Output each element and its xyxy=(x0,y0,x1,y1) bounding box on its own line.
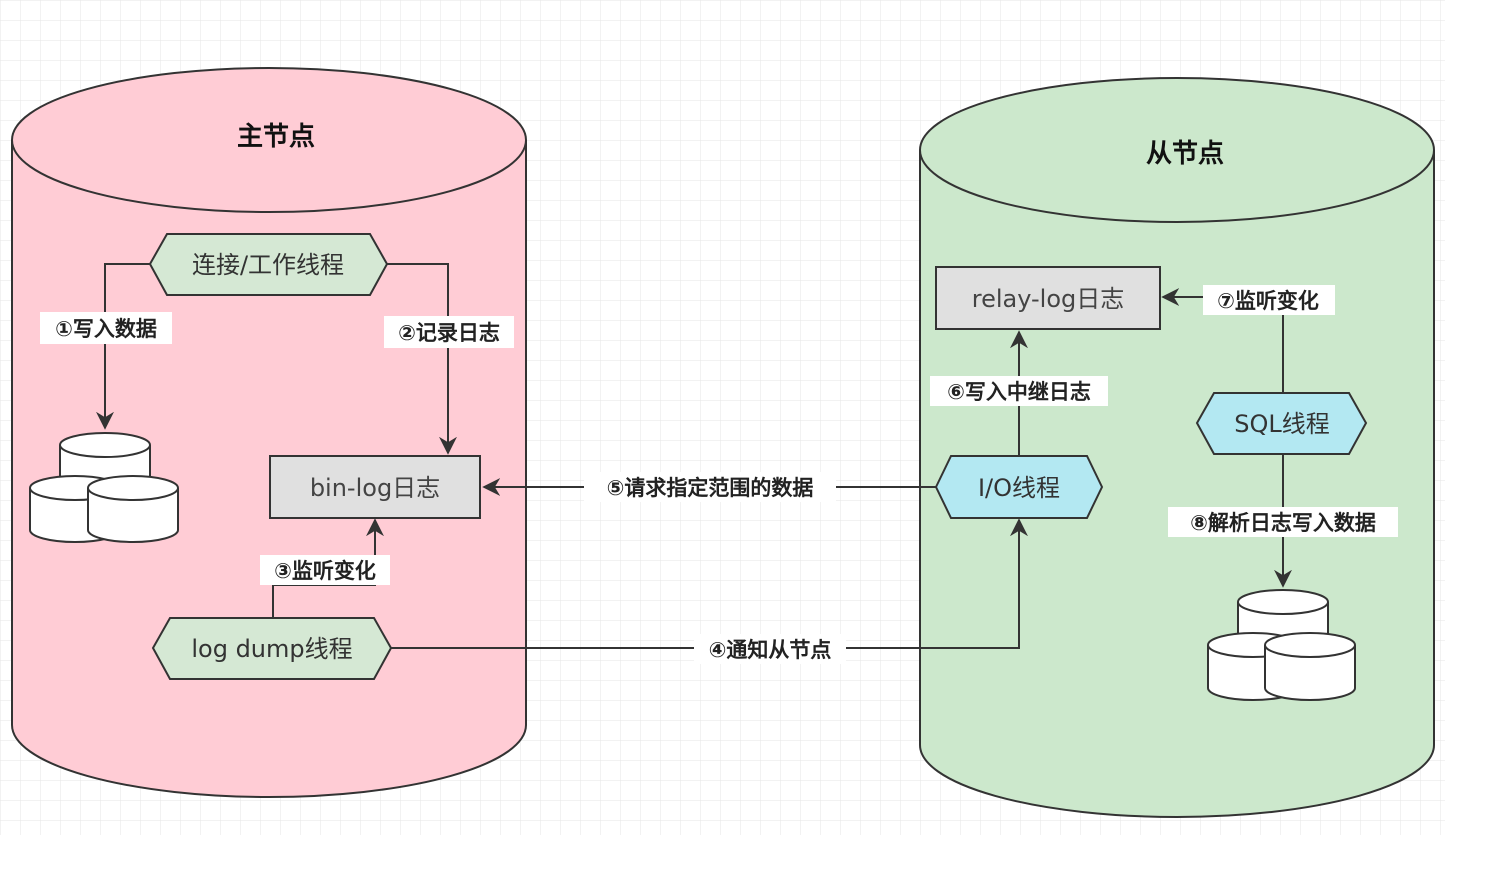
step2-label-bg xyxy=(384,316,514,348)
step3-label: ③监听变化 xyxy=(274,559,376,583)
step7-label-bg xyxy=(1203,285,1335,315)
binlog-label: bin-log日志 xyxy=(310,474,440,502)
sql-thread-label: SQL线程 xyxy=(1234,410,1330,438)
step6-label: ⑥写入中继日志 xyxy=(947,380,1091,404)
slave-node-cylinder xyxy=(919,77,1435,818)
relaylog-box xyxy=(935,266,1161,330)
relaylog-label: relay-log日志 xyxy=(972,285,1125,313)
step7-label: ⑦监听变化 xyxy=(1217,289,1319,313)
step1-label-bg xyxy=(40,312,172,344)
edge-notify-slave xyxy=(391,518,1028,649)
edge-record-log xyxy=(387,263,457,455)
step4-label-bg xyxy=(694,634,846,664)
sql-thread-hexagon xyxy=(1195,392,1368,455)
master-node-title: 主节点 xyxy=(237,121,315,152)
edge-write-data xyxy=(96,263,150,430)
conn-thread-label: 连接/工作线程 xyxy=(192,251,344,279)
step3-label-bg xyxy=(260,555,390,585)
step8-label: ⑧解析日志写入数据 xyxy=(1190,511,1376,535)
step2-label: ②记录日志 xyxy=(398,321,500,345)
step4-label: ④通知从节点 xyxy=(709,638,832,662)
binlog-box xyxy=(269,455,481,519)
slave-node-title: 从节点 xyxy=(1146,138,1224,169)
step5-label: ⑤请求指定范围的数据 xyxy=(607,476,814,500)
master-database-icon xyxy=(29,432,179,543)
step5-label-bg xyxy=(584,472,836,502)
slave-database-icon xyxy=(1207,589,1356,701)
step8-label-bg xyxy=(1168,507,1398,537)
step1-label: ①写入数据 xyxy=(55,317,157,341)
step6-label-bg xyxy=(930,376,1108,406)
io-thread-hexagon xyxy=(934,455,1104,519)
io-thread-label: I/O线程 xyxy=(978,474,1060,502)
dump-thread-label: log dump线程 xyxy=(191,635,352,663)
